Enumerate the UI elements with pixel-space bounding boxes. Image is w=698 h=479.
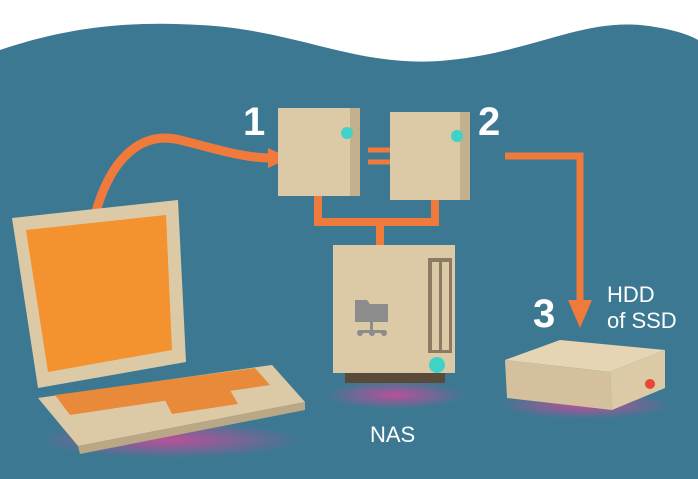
arrow-server2-to-drive xyxy=(505,152,592,328)
step-1-label: 1 xyxy=(243,100,266,144)
nas-icon xyxy=(333,245,455,383)
nas-glow xyxy=(325,381,465,409)
connector-servers-to-nas xyxy=(314,195,439,248)
external-drive-icon xyxy=(505,340,665,410)
laptop-icon xyxy=(12,200,305,454)
equals-sync-icon xyxy=(368,147,390,165)
target-line-1: HDD xyxy=(607,282,655,307)
server-1-icon xyxy=(278,108,360,196)
step-3-label: 3 xyxy=(533,292,556,336)
server-2-icon xyxy=(390,112,470,200)
step-2-label: 2 xyxy=(478,100,501,144)
network-share-icon xyxy=(355,300,388,336)
target-label: HDD of SSD xyxy=(607,282,677,334)
target-line-2: of SSD xyxy=(607,308,677,333)
nas-label: NAS xyxy=(370,422,416,447)
